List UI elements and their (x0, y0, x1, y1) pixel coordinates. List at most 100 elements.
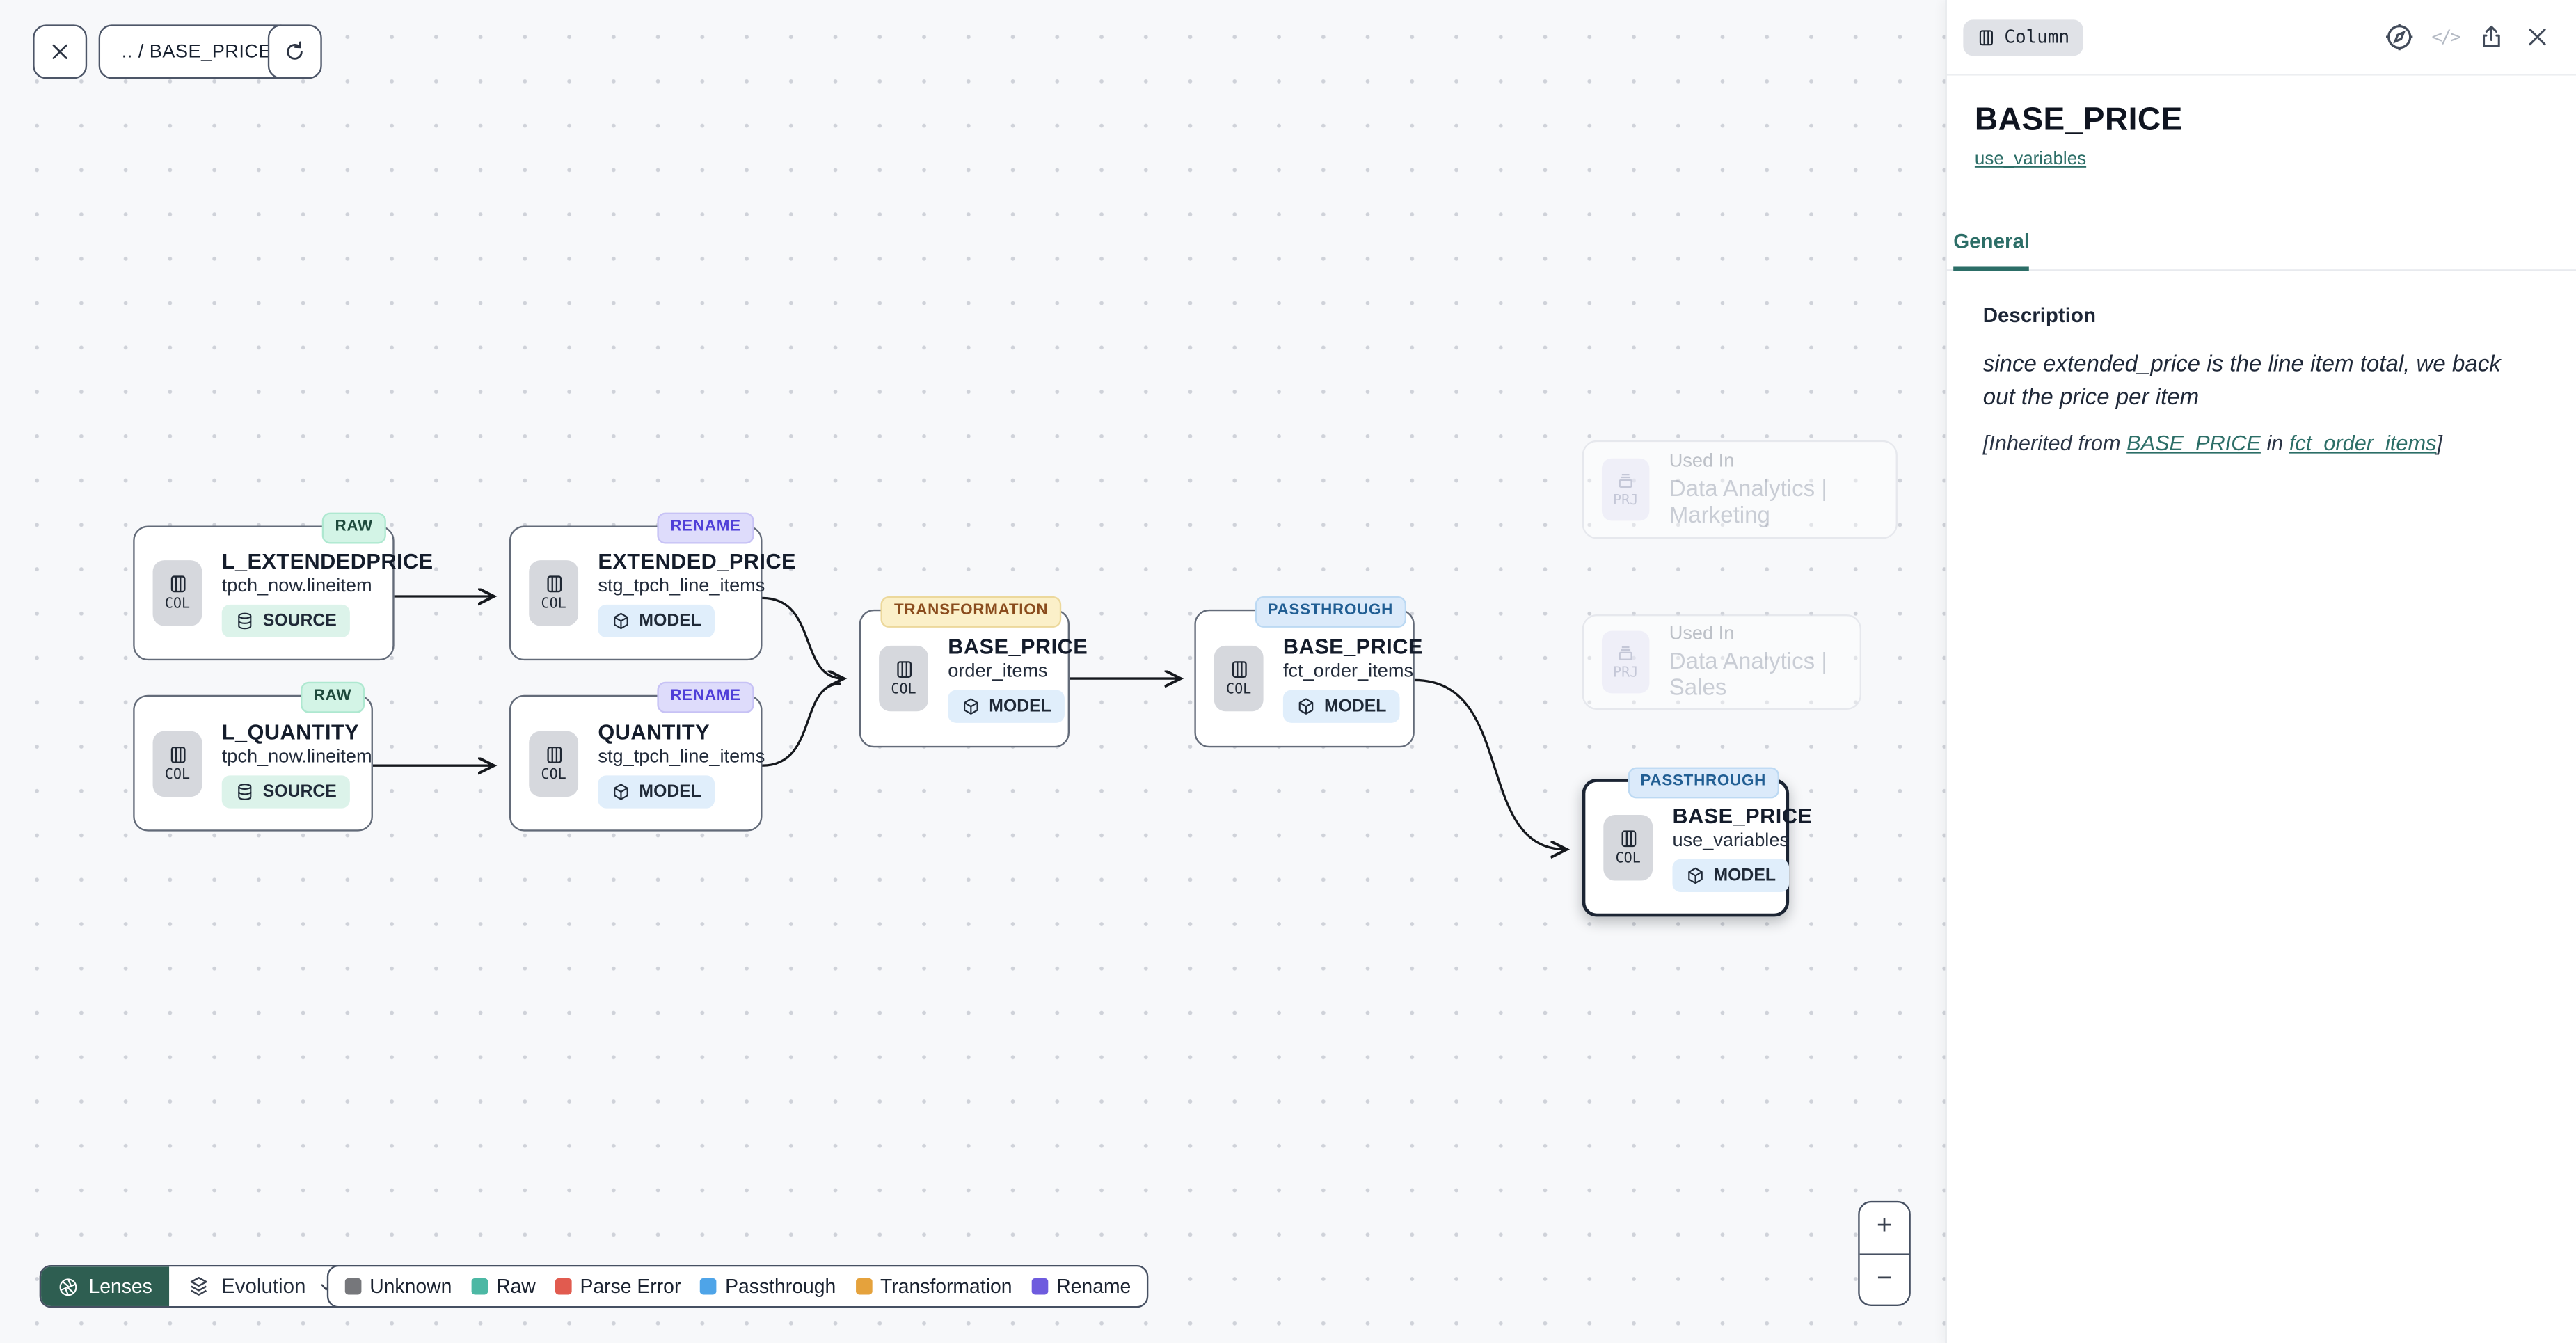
status-badge: RAW (321, 512, 386, 544)
kind-chip: MODEL (1672, 859, 1789, 893)
share-button[interactable] (2476, 22, 2507, 53)
ghost-node-marketing[interactable]: PRJ Used In Data Analytics | Marketing (1582, 440, 1898, 539)
node-base-price-use-variables[interactable]: PASSTHROUGH COL BASE_PRICE use_variables… (1582, 767, 1812, 917)
kind-chip: MODEL (598, 774, 715, 808)
lenses-label: Lenses (88, 1275, 152, 1298)
legend-item: Passthrough (700, 1275, 836, 1298)
status-badge: RENAME (657, 681, 754, 713)
node-subtitle: use_variables (1672, 831, 1790, 851)
inherited-mid: in (2260, 429, 2289, 455)
status-badge: TRANSFORMATION (881, 596, 1062, 628)
legend-item: Transformation (855, 1275, 1012, 1298)
node-subtitle: tpch_now.lineitem (221, 576, 372, 597)
status-badge: PASSTHROUGH (1627, 767, 1779, 799)
inherited-column-link[interactable]: BASE_PRICE (2126, 429, 2261, 455)
explore-button[interactable] (2384, 22, 2415, 53)
lens-mode-dropdown[interactable]: Evolution (168, 1266, 353, 1306)
lens-mode-label: Evolution (221, 1275, 306, 1298)
column-icon (546, 745, 562, 763)
model-link[interactable]: use_variables (1974, 149, 2087, 170)
column-icon (896, 661, 911, 678)
legend-swatch (855, 1278, 873, 1295)
entity-type-label: Column (2004, 26, 2070, 48)
detail-panel: Column </> BASE_PRICE use_variables (1945, 0, 2576, 1343)
column-type-chip: COL (529, 730, 579, 796)
status-badge: PASSTHROUGH (1254, 596, 1406, 628)
column-icon (170, 575, 185, 593)
close-icon (2529, 28, 2546, 46)
description-text: since extended_price is the line item to… (1982, 349, 2501, 410)
project-type-chip: PRJ (1601, 458, 1650, 521)
cube-icon (614, 612, 628, 630)
panel-header: Column </> (1946, 0, 2576, 76)
code-icon: </> (2431, 26, 2460, 48)
project-name: Data Analytics | Marketing (1669, 475, 1827, 527)
column-type-chip: COL (529, 560, 579, 626)
column-icon (170, 745, 185, 763)
share-icon (2483, 25, 2500, 47)
project-icon (1619, 473, 1632, 488)
ghost-node-sales[interactable]: PRJ Used In Data Analytics | Sales (1582, 614, 1861, 710)
legend-label: Passthrough (725, 1275, 836, 1298)
used-in-label: Used In (1669, 452, 1735, 472)
project-name: Data Analytics | Sales (1669, 647, 1827, 700)
aperture-icon (59, 1278, 77, 1296)
close-graph-button[interactable] (33, 24, 88, 79)
legend-item: Unknown (344, 1275, 452, 1298)
node-subtitle: stg_tpch_line_items (598, 576, 765, 597)
cube-icon (964, 698, 978, 715)
cube-icon (614, 783, 628, 800)
project-type-chip: PRJ (1601, 630, 1650, 694)
column-type-chip: COL (152, 560, 202, 626)
cube-icon (1298, 698, 1314, 715)
kind-label: MODEL (1713, 866, 1776, 886)
close-panel-button[interactable] (2522, 22, 2553, 53)
lenses-button[interactable]: Lenses (41, 1266, 169, 1306)
code-button[interactable]: </> (2430, 22, 2461, 53)
zoom-in-button[interactable]: + (1859, 1202, 1909, 1255)
kind-label: MODEL (989, 697, 1051, 717)
kind-chip: MODEL (1282, 690, 1400, 723)
legend: Unknown Raw Parse Error Passthrough Tran… (326, 1264, 1150, 1308)
legend-label: Transformation (880, 1275, 1012, 1298)
col-label: COL (1226, 681, 1252, 699)
prj-label: PRJ (1613, 665, 1639, 682)
project-icon (1619, 646, 1632, 660)
layers-icon (189, 1277, 207, 1296)
legend-label: Unknown (369, 1275, 452, 1298)
kind-label: MODEL (639, 611, 701, 631)
col-label: COL (541, 596, 566, 613)
node-title: BASE_PRICE (948, 634, 1088, 659)
refresh-button[interactable] (267, 24, 322, 79)
breadcrumb[interactable]: .. / BASE_PRICE (98, 24, 295, 79)
tab-general[interactable]: General (1953, 230, 2030, 271)
legend-swatch (471, 1278, 488, 1295)
node-subtitle: fct_order_items (1282, 662, 1414, 682)
inherited-model-link[interactable]: fct_order_items (2289, 429, 2437, 455)
column-icon (546, 575, 562, 593)
node-base-price-order-items[interactable]: TRANSFORMATION COL BASE_PRICE order_item… (859, 596, 1088, 748)
zoom-out-button[interactable]: − (1877, 1264, 1893, 1293)
node-extended-price[interactable]: RENAME COL EXTENDED_PRICE stg_tpch_line_… (509, 512, 796, 661)
inherited-prefix: [Inherited from (1982, 429, 2127, 455)
node-l-extendedprice[interactable]: RAW COL L_EXTENDEDPRICE tpch_now.lineite… (133, 512, 433, 661)
legend-label: Parse Error (580, 1275, 681, 1298)
node-title: BASE_PRICE (1282, 634, 1423, 659)
panel-body: Description since extended_price is the … (1947, 271, 2576, 454)
node-title: L_EXTENDEDPRICE (221, 548, 434, 573)
used-in-label: Used In (1669, 624, 1735, 644)
col-label: COL (164, 766, 191, 784)
kind-chip: MODEL (598, 604, 715, 638)
node-title: QUANTITY (598, 718, 710, 744)
node-quantity[interactable]: RENAME COL QUANTITY stg_tpch_line_items … (509, 681, 765, 832)
legend-label: Raw (496, 1275, 536, 1298)
legend-item: Raw (471, 1275, 536, 1298)
node-base-price-fct-order-items[interactable]: PASSTHROUGH COL BASE_PRICE fct_order_ite… (1194, 596, 1422, 748)
panel-title: BASE_PRICE (1974, 102, 2183, 138)
column-icon (1231, 661, 1246, 678)
node-title: BASE_PRICE (1672, 803, 1813, 828)
node-subtitle: order_items (948, 662, 1048, 682)
node-subtitle: tpch_now.lineitem (221, 747, 372, 767)
node-l-quantity[interactable]: RAW COL L_QUANTITY tpch_now.lineitem SOU… (133, 681, 373, 832)
